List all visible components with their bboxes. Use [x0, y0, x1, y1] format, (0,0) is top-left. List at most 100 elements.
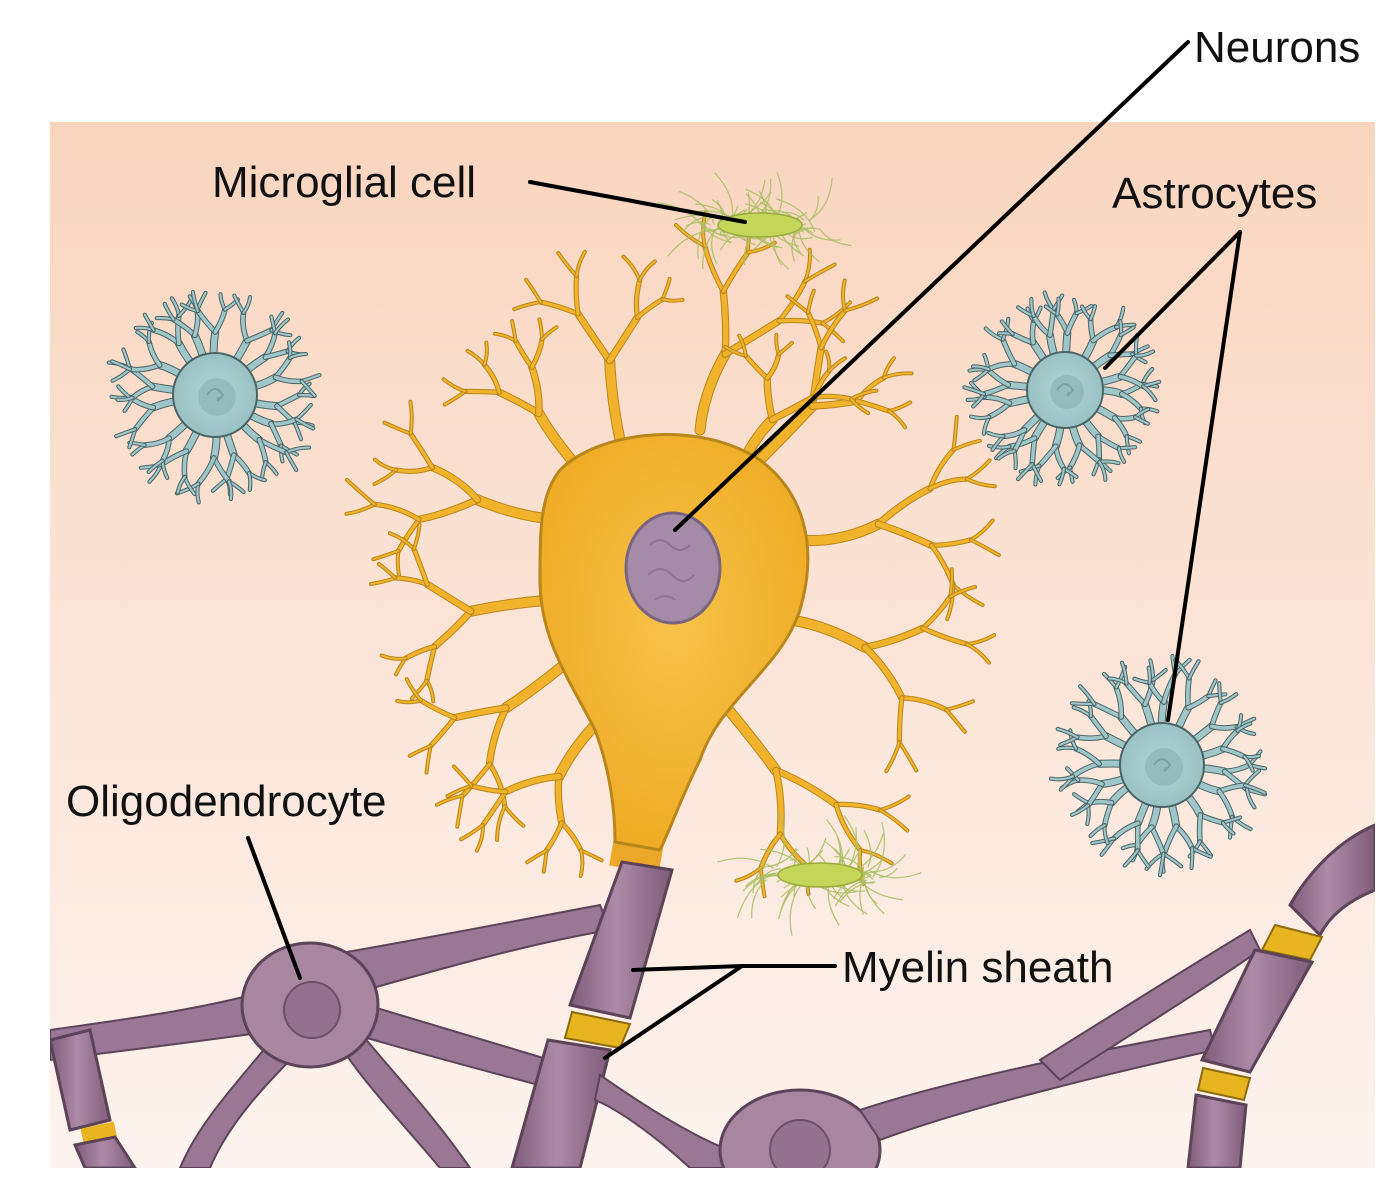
cell-process-fill	[1123, 849, 1139, 867]
cell-process-fill	[834, 802, 882, 812]
cell-process-fill	[778, 832, 808, 868]
cell-process-fill	[1030, 319, 1036, 345]
microglia-process	[744, 873, 777, 888]
cell-process-fill	[274, 318, 290, 335]
cell-process-fill	[921, 594, 952, 630]
cell-process-fill	[850, 389, 878, 400]
cell-process-fill	[1120, 392, 1143, 411]
cell-process-fill	[1142, 385, 1157, 402]
cell-process-fill	[1016, 463, 1034, 481]
cell-process-fill	[482, 363, 501, 394]
cell-process-fill	[900, 696, 949, 712]
cell-process-fill	[460, 824, 484, 841]
cell-process-fill	[452, 705, 509, 721]
cell-process-fill	[373, 502, 421, 522]
microglia-process	[776, 812, 785, 868]
cell-process-fill	[997, 449, 1016, 460]
cell-process-fill	[410, 679, 428, 700]
cell-process-fill	[1217, 789, 1235, 819]
cell-process-fill	[777, 341, 793, 356]
cell-process-fill	[115, 428, 137, 438]
cell-process-fill	[859, 849, 893, 865]
cell-process-fill	[855, 399, 891, 413]
cell-process-fill	[1089, 305, 1097, 321]
cell-process-fill	[513, 301, 542, 311]
cell-process-fill	[435, 794, 464, 806]
cell-process-fill	[703, 244, 725, 294]
astrocyte-nucleus	[198, 378, 236, 416]
cell-process-fill	[827, 357, 847, 373]
cell-process-fill	[396, 517, 421, 553]
label-neurons: Neurons	[1194, 23, 1360, 72]
oligodendrocyte-network	[50, 823, 1375, 1168]
microglia-process	[702, 223, 729, 236]
cell-process-fill	[850, 398, 870, 415]
cell-process-fill	[638, 260, 656, 282]
cell-process-fill	[1058, 467, 1065, 486]
nucleolus-texture	[647, 539, 695, 601]
microglia-process	[736, 872, 775, 919]
cell-process-fill	[1147, 666, 1151, 684]
leader-line-neurons	[673, 40, 1190, 532]
cell-process-fill	[377, 563, 397, 579]
cell-process-fill	[142, 436, 171, 447]
cell-process-fill	[182, 449, 189, 479]
cell-process-fill	[885, 741, 901, 773]
microglia-process	[862, 866, 885, 915]
cell-process-fill	[285, 451, 298, 472]
cell-process-fill	[111, 360, 132, 371]
microglial-cell-top	[657, 171, 852, 270]
cell-process-fill	[721, 250, 750, 294]
cell-process-fill	[555, 773, 565, 826]
cell-process-fill	[755, 401, 817, 465]
cell-process-fill	[579, 849, 584, 878]
microglia-process	[872, 853, 907, 873]
cell-process-fill	[503, 805, 525, 827]
cell-process-fill	[1089, 824, 1106, 838]
cell-process-fill	[147, 340, 162, 367]
cell-process-fill	[409, 400, 413, 435]
cell-process-fill	[1135, 350, 1155, 357]
cell-process-fill	[412, 523, 421, 550]
cell-process-fill	[661, 298, 684, 302]
cell-process-fill	[429, 715, 457, 748]
cell-process-fill	[346, 478, 376, 506]
neuron-nucleus	[624, 511, 722, 625]
myelin-segment	[510, 1038, 612, 1168]
cell-process-fill	[952, 415, 958, 451]
cell-process-fill	[1190, 847, 1194, 870]
microglia-process	[879, 867, 898, 878]
oligodendrocyte-process	[50, 988, 282, 1062]
astrocyte-nucleus	[1049, 374, 1085, 410]
cell-process-fill	[425, 645, 437, 683]
leader-line-oligodendrocyte	[246, 836, 302, 980]
astrocyte-lower-right	[1048, 653, 1268, 878]
cell-process-fill	[1068, 443, 1082, 470]
cell-process-fill	[987, 444, 1011, 449]
cell-process-fill	[117, 385, 132, 399]
cell-process-fill	[606, 314, 641, 364]
microglia-body	[717, 212, 803, 238]
cell-process-fill	[405, 678, 422, 702]
microglia-process	[811, 177, 833, 220]
cell-process-fill	[227, 480, 233, 501]
cell-process-fill	[1243, 784, 1266, 794]
cell-process-fill	[345, 503, 376, 515]
cell-process-fill	[539, 300, 580, 316]
cell-process-fill	[486, 705, 509, 767]
cell-process-fill	[300, 380, 316, 397]
cell-process-fill	[1118, 374, 1146, 389]
cell-process-fill	[982, 395, 1012, 405]
myelin-segment	[50, 1028, 112, 1132]
cell-process-fill	[1007, 436, 1037, 449]
microglia-process	[760, 848, 799, 868]
astrocytes	[106, 289, 1268, 878]
myelin-segment	[1186, 1093, 1248, 1168]
cell-process-fill	[605, 356, 625, 445]
cell-process-fill	[987, 431, 1005, 438]
oligodendrocyte-nucleus	[283, 981, 341, 1039]
leader-line-myelin-sheath-2	[603, 964, 744, 1060]
cell-process-fill	[844, 297, 879, 312]
cell-process-fill	[116, 396, 134, 402]
cell-process-fill	[295, 418, 315, 430]
